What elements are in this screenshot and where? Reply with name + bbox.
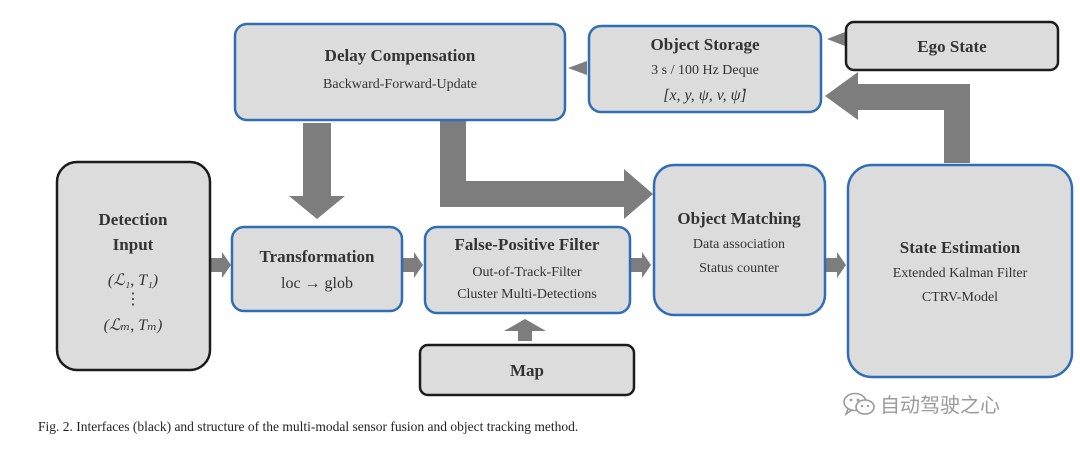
node-map-title: Map	[510, 361, 544, 380]
arrow-filter-to-matching	[631, 252, 651, 278]
node-state-estimation-line2: CTRV-Model	[922, 290, 998, 305]
arrow-storage-to-delay	[568, 61, 587, 75]
node-state-estimation-title: State Estimation	[900, 238, 1021, 257]
node-ego-state-title: Ego State	[917, 37, 987, 56]
node-delay-compensation-title: Delay Compensation	[325, 46, 476, 65]
node-false-positive-filter: False-Positive Filter Out-of-Track-Filte…	[423, 225, 632, 315]
node-object-storage-line1: 3 s / 100 Hz Deque	[651, 63, 759, 78]
node-delay-compensation-line1: Backward-Forward-Update	[323, 77, 477, 92]
node-detection-input: Detection Input (ℒ₁, T₁) ⋮ (ℒₘ, Tₘ)	[55, 160, 212, 372]
node-state-estimation-line1: Extended Kalman Filter	[893, 266, 1028, 281]
node-detection-input-title2: Input	[113, 235, 154, 254]
node-object-storage: Object Storage 3 s / 100 Hz Deque [x, y,…	[587, 24, 823, 114]
watermark-text: 自动驾驶之心	[880, 393, 1000, 417]
arrow-map-to-filter	[504, 319, 546, 341]
node-transformation-title: Transformation	[260, 247, 375, 266]
arrow-delay-to-matching	[440, 118, 653, 219]
node-detection-input-line3: (ℒₘ, Tₘ)	[104, 317, 163, 334]
node-map: Map	[418, 343, 636, 397]
node-object-matching: Object Matching Data association Status …	[652, 163, 827, 317]
wechat-logo-icon	[843, 392, 875, 416]
node-delay-compensation: Delay Compensation Backward-Forward-Upda…	[233, 22, 567, 122]
node-detection-input-line1: (ℒ₁, T₁)	[108, 272, 158, 289]
figure-caption: Fig. 2. Interfaces (black) and structure…	[38, 419, 579, 434]
node-transformation: Transformation loc → glob	[230, 225, 404, 313]
node-object-matching-line1: Data association	[693, 237, 785, 252]
node-false-positive-filter-line1: Out-of-Track-Filter	[472, 265, 581, 280]
node-detection-input-title1: Detection	[99, 210, 168, 229]
watermark: 自动驾驶之心	[842, 389, 1000, 418]
node-transformation-line1: loc → glob	[281, 275, 353, 292]
node-false-positive-filter-title: False-Positive Filter	[455, 235, 600, 254]
arrow-detection-to-transformation	[211, 252, 231, 278]
node-detection-input-line2: ⋮	[125, 291, 141, 308]
arrow-transformation-to-filter	[403, 252, 423, 278]
arrow-delay-to-transformation	[289, 123, 345, 219]
node-object-storage-line2: [x, y, ψ, v, ψ̇]	[663, 87, 747, 104]
node-object-storage-title: Object Storage	[650, 35, 760, 54]
arrow-ego-to-storage	[827, 32, 845, 46]
node-object-matching-title: Object Matching	[677, 209, 801, 228]
node-state-estimation: State Estimation Extended Kalman Filter …	[846, 163, 1074, 379]
arrow-matching-to-estimation	[826, 252, 846, 278]
arrow-estimation-to-storage	[825, 72, 970, 163]
node-object-matching-line2: Status counter	[699, 261, 779, 276]
node-ego-state: Ego State	[844, 20, 1060, 72]
node-false-positive-filter-line2: Cluster Multi-Detections	[457, 287, 597, 302]
